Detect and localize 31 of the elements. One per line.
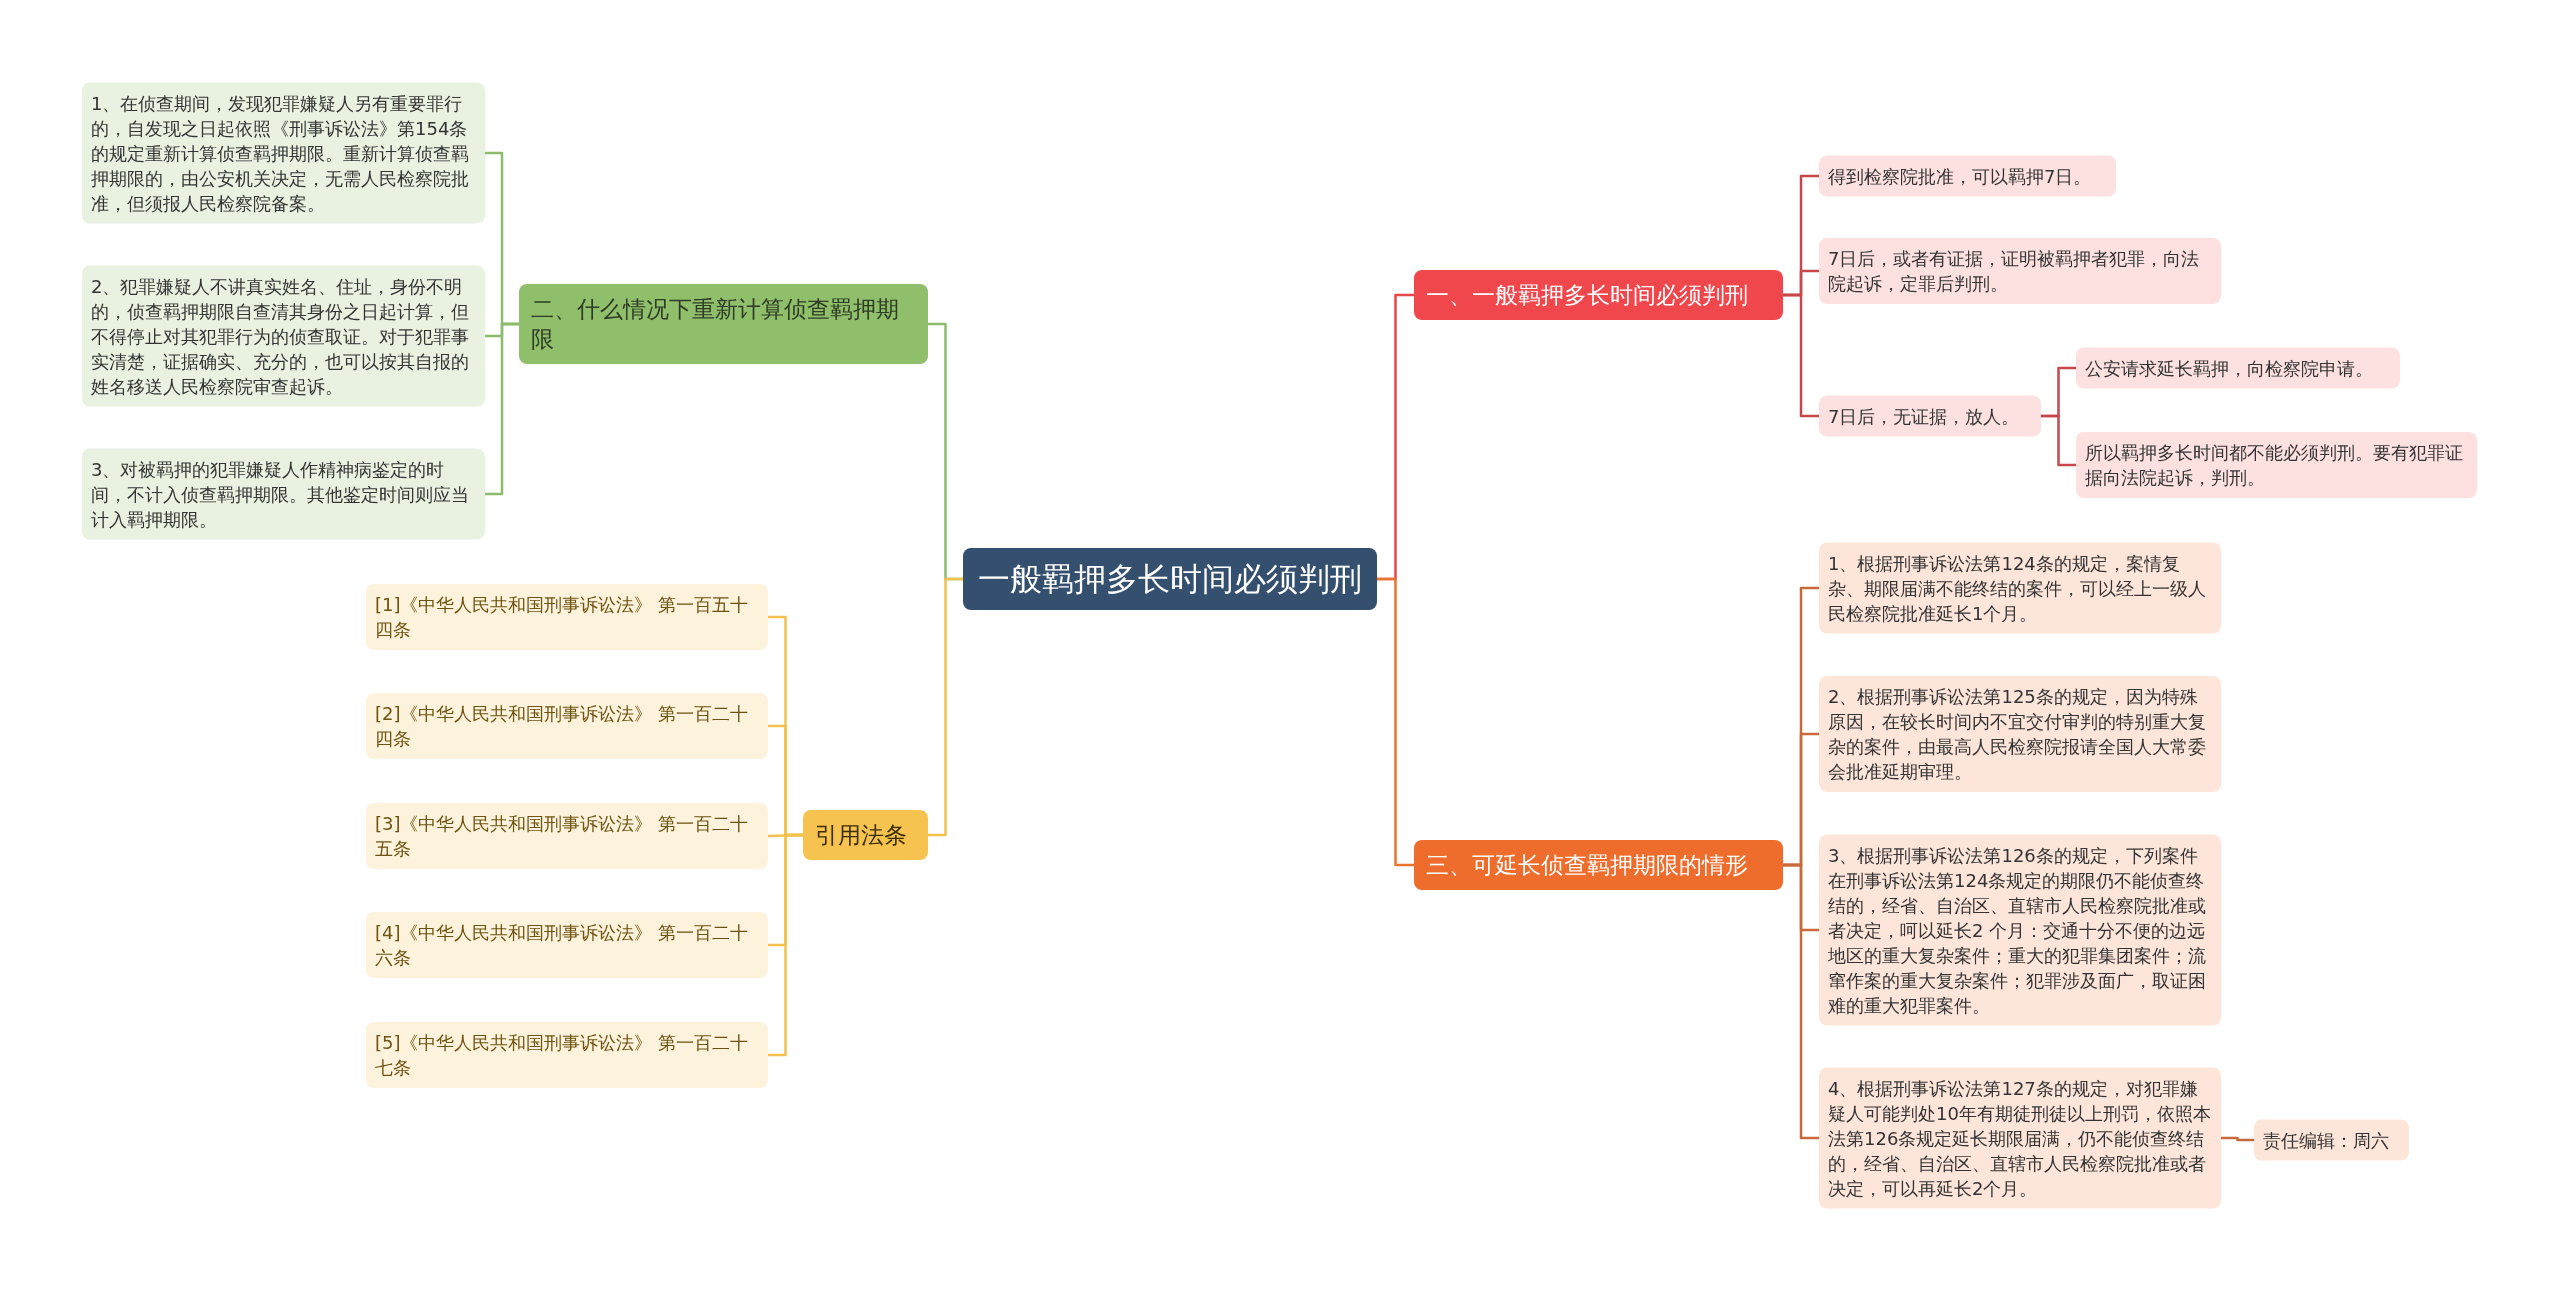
subtopic-card: 4、根据刑事诉讼法第127条的规定，对犯罪嫌疑人可能判处10年有期徒刑徒以上刑罚，依照本法第126条规定延长期限届满，仍不能侦查终结的，经省、自治区、直辖市人民检察院批准或者决定，可以再延长2个月。 [1819, 1067, 2221, 1209]
connector-line [485, 322, 519, 496]
connector-line [1783, 863, 1819, 1140]
connector-line [2221, 1136, 2254, 1142]
subtopic-card: 2、犯罪嫌疑人不讲真实姓名、住址，身份不明的，侦查羁押期限自查清其身份之日起计算，但不得停止对其犯罪行为的侦查取证。对于犯罪事实清楚，证据确实、充分的，也可以按其自报的姓名移送人民检察院审查起诉。 [82, 265, 485, 407]
subtopic-card: [3]《中华人民共和国刑事诉讼法》 第一百二十五条 [366, 803, 768, 869]
connector-line [2041, 414, 2076, 467]
subtopic-card: 得到检察院批准，可以羁押7日。 [1819, 155, 2116, 197]
subtopic-card: [2]《中华人民共和国刑事诉讼法》 第一百二十四条 [366, 693, 768, 759]
branch-topic: 二、什么情况下重新计算侦查羁押期限 [519, 284, 928, 364]
connector-line [1783, 293, 1819, 418]
branch-topic: 一、一般羁押多长时间必须判刑 [1414, 270, 1783, 320]
connector-line [928, 577, 963, 837]
subtopic-card: [1]《中华人民共和国刑事诉讼法》 第一百五十四条 [366, 584, 768, 650]
subtopic-card: [5]《中华人民共和国刑事诉讼法》 第一百二十七条 [366, 1022, 768, 1088]
connector-line [768, 833, 803, 1057]
subtopic-card: [4]《中华人民共和国刑事诉讼法》 第一百二十六条 [366, 912, 768, 978]
subtopic-card: 责任编辑：周六 [2254, 1119, 2409, 1161]
subtopic-card: 3、对被羁押的犯罪嫌疑人作精神病鉴定的时间，不计入侦查羁押期限。其他鉴定时间则应当计入羁押期限。 [82, 448, 485, 540]
connector-line [1377, 577, 1414, 867]
branch-topic: 三、可延长侦查羁押期限的情形 [1414, 840, 1783, 890]
subtopic-card: 2、根据刑事诉讼法第125条的规定，因为特殊原因，在较长时间内不宜交付审判的特别重大复杂的案件，由最高人民检察院报请全国人大常委会批准延期审理。 [1819, 676, 2221, 792]
subtopic-card: 公安请求延长羁押，向检察院申请。 [2076, 347, 2400, 389]
subtopic-card: 7日后，或者有证据，证明被羁押者犯罪，向法院起诉，定罪后判刑。 [1819, 238, 2221, 304]
subtopic-card: 3、根据刑事诉讼法第126条的规定，下列案件在刑事诉讼法第124条规定的期限仍不能侦查终结的，经省、自治区、直辖市人民检察院批准或者决定，呵以延长2 个月：交通十分不便的边远地区的重大复杂案件；重大的犯罪集团案件；流窜作案的重大复杂案件；犯罪涉及面广，取证困难的重大犯罪案件。 [1819, 834, 2221, 1026]
subtopic-card: 所以羁押多长时间都不能必须判刑。要有犯罪证据向法院起诉，判刑。 [2076, 432, 2477, 498]
subtopic-card: 1、根据刑事诉讼法第124条的规定，案情复杂、期限届满不能终结的案件，可以经上一级人民检察院批准延长1个月。 [1819, 542, 2221, 634]
branch-topic: 引用法条 [803, 810, 928, 860]
subtopic-card: 7日后，无证据，放人。 [1819, 395, 2041, 437]
central-topic: 一般羁押多长时间必须判刑 [963, 548, 1377, 610]
subtopic-card: 1、在侦查期间，发现犯罪嫌疑人另有重要罪行的，自发现之日起依照《刑事诉讼法》第154条的规定重新计算侦查羁押期限。重新计算侦查羁押期限的，由公安机关决定，无需人民检察院批准，但须报人民检察院备案。 [82, 82, 485, 224]
